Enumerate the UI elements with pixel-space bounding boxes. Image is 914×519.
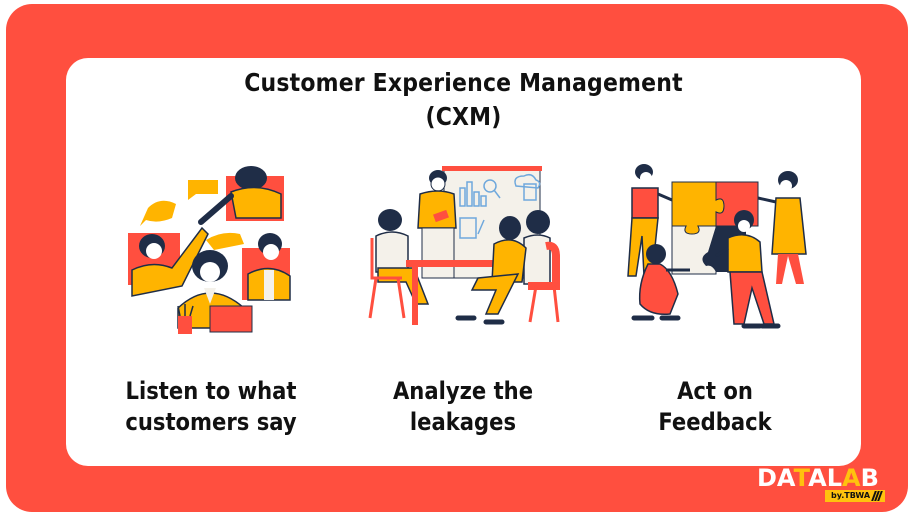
slide-frame: Customer Experience Management (CXM)	[6, 4, 908, 512]
title-line-2: (CXM)	[425, 102, 502, 131]
datalab-logo: DATALAB by.TBWA	[757, 464, 886, 507]
caption-line-1: Listen to what	[125, 377, 297, 405]
step-act: Act on Feedback	[590, 158, 840, 438]
step-caption: Act on Feedback	[605, 376, 825, 438]
step-caption: Analyze the leakages	[353, 376, 573, 438]
stripes-icon	[871, 491, 883, 501]
caption-line-2: leakages	[409, 408, 517, 436]
logo-sub-text: by.TBWA	[831, 491, 871, 500]
team-assembling-puzzle-illustration	[610, 158, 820, 338]
caption-line-2: Feedback	[658, 408, 772, 436]
logo-wordmark: DATALAB	[757, 464, 879, 492]
caption-line-1: Analyze the	[392, 377, 534, 405]
step-caption: Listen to what customers say	[101, 376, 321, 438]
caption-line-1: Act on	[677, 377, 753, 405]
slide-card: Customer Experience Management (CXM)	[66, 58, 861, 466]
caption-line-2: customers say	[125, 408, 297, 436]
team-meeting-whiteboard-charts-illustration	[358, 158, 568, 338]
title-line-1: Customer Experience Management	[244, 68, 683, 97]
step-analyze: Analyze the leakages	[338, 158, 588, 438]
people-video-call-high-five-illustration	[106, 158, 316, 338]
logo-subbrand: by.TBWA	[825, 490, 886, 502]
slide-title: Customer Experience Management (CXM)	[114, 66, 814, 134]
step-listen: Listen to what customers say	[86, 158, 336, 438]
